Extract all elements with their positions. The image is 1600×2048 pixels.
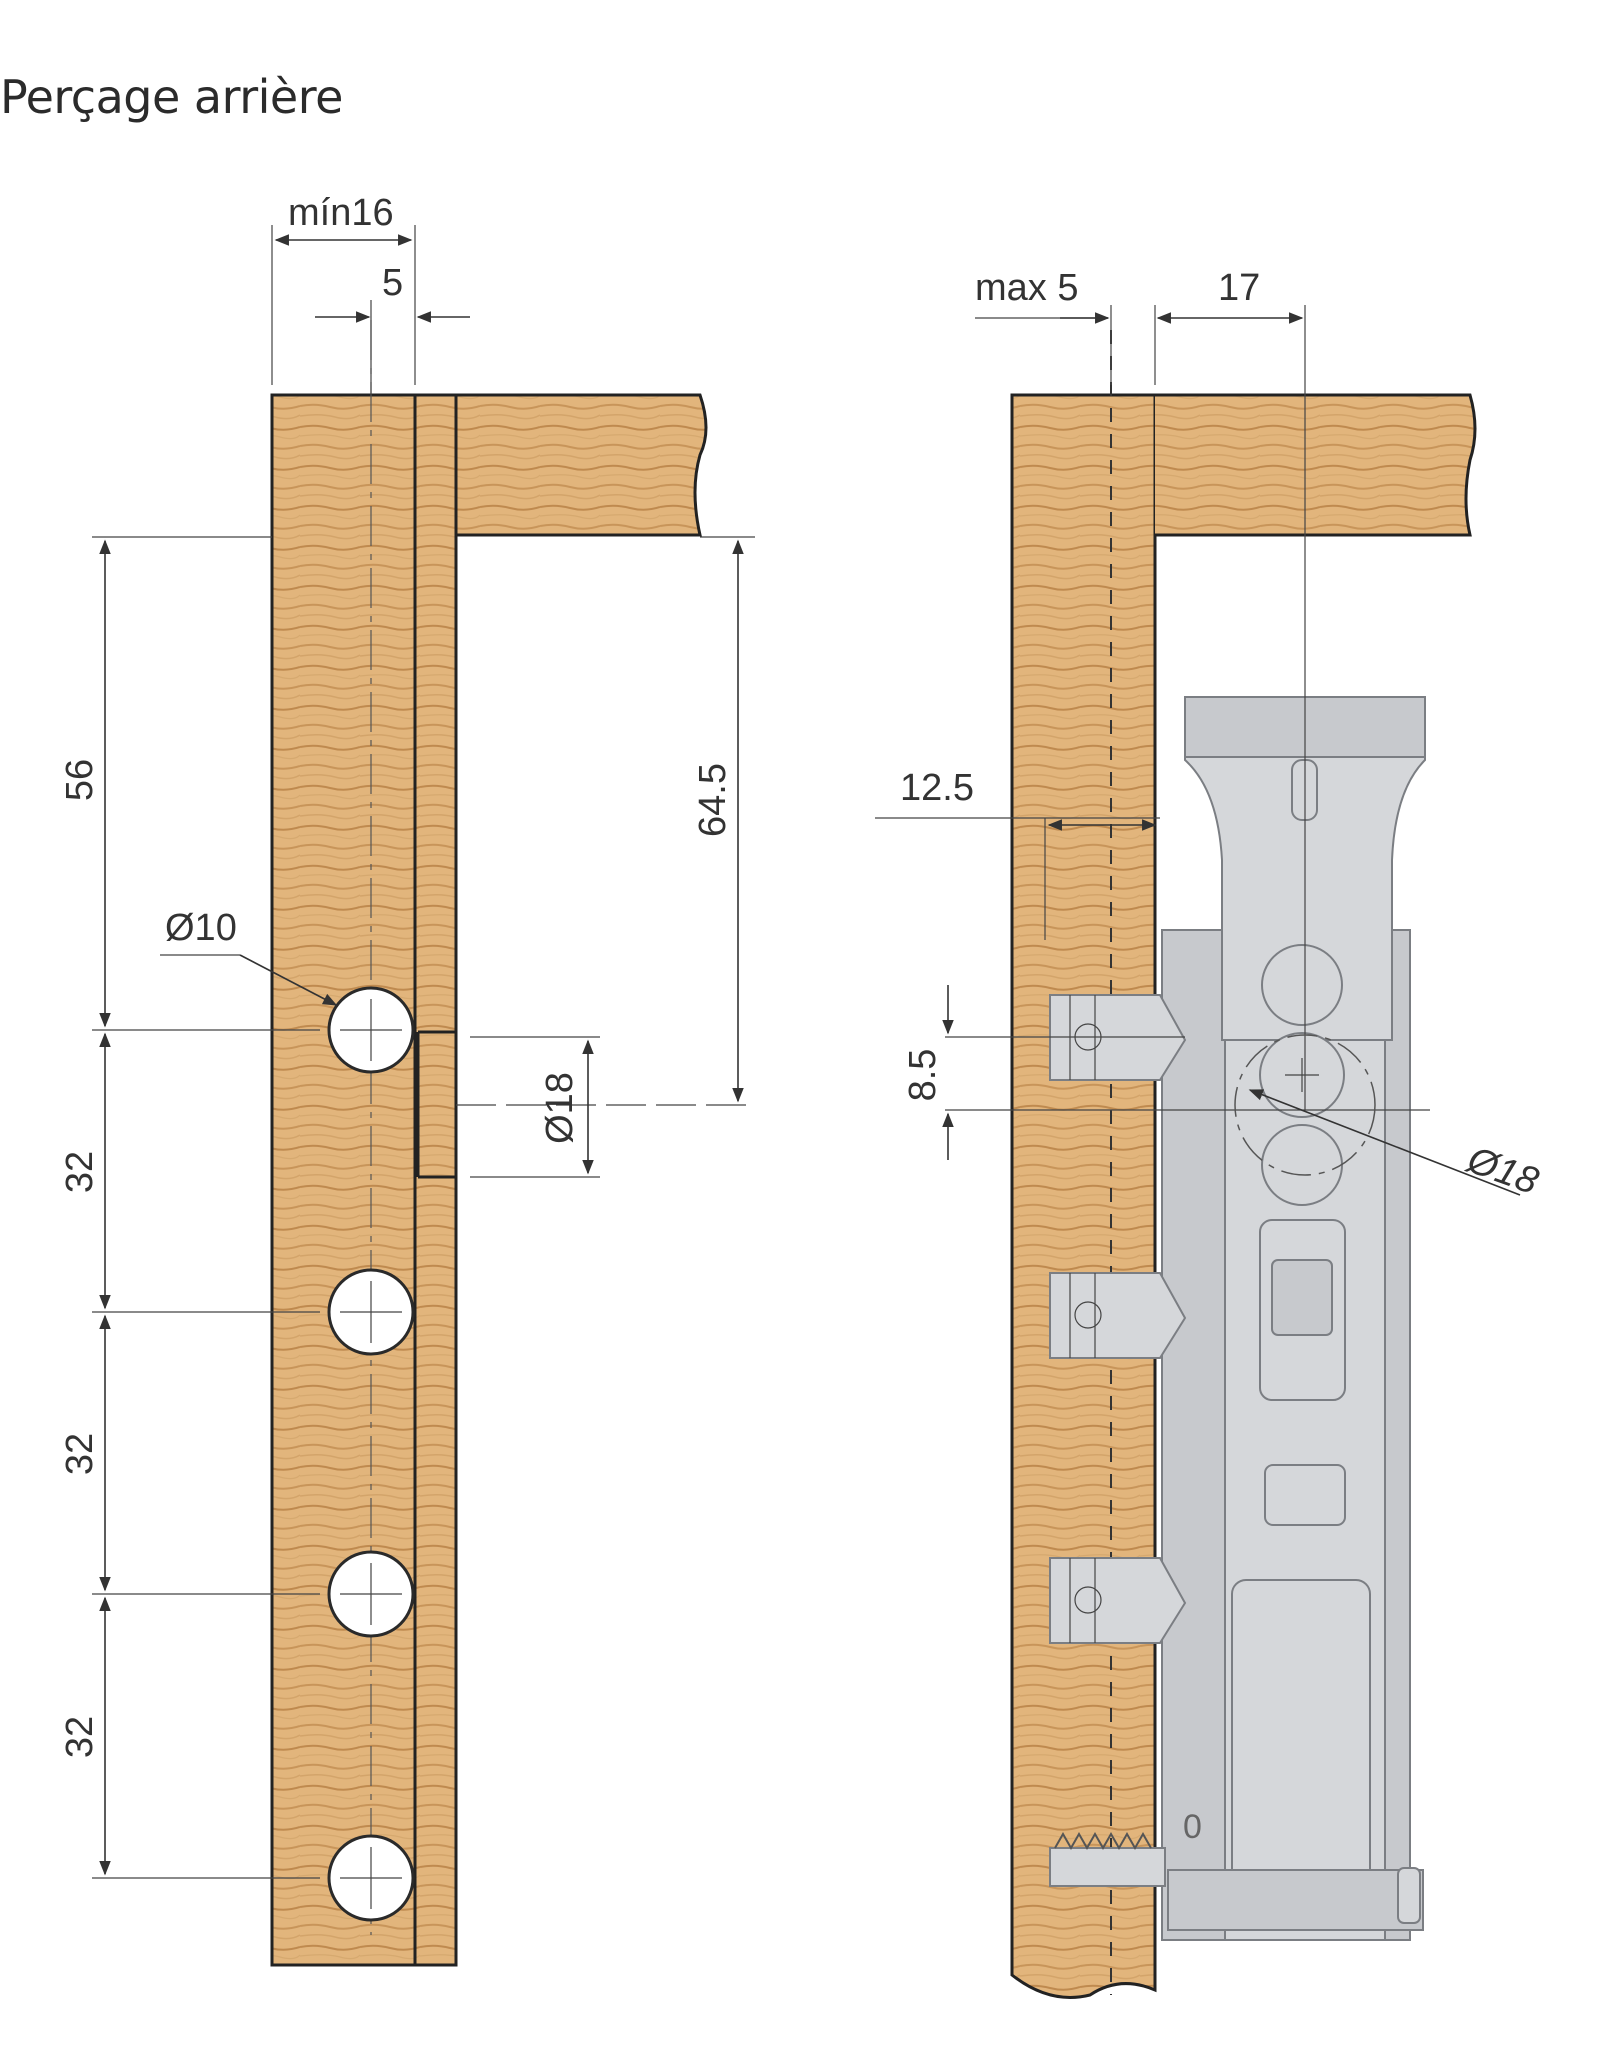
clip: [1049, 1272, 1187, 1359]
top-panel-right: [1155, 393, 1477, 537]
dim-17: 17: [1218, 267, 1260, 309]
drill-hole: [327, 1268, 415, 1356]
page-title: Perçage arrière: [0, 70, 343, 124]
left-view: mín16 5 56 32 32 32 Ø10 64.5 Ø18: [59, 192, 755, 1967]
side-panel: [270, 393, 458, 1967]
drill-hole: [327, 1550, 415, 1638]
dim-32-c: 32: [59, 1716, 101, 1758]
right-view: 0 max 5 17: [875, 267, 1544, 1999]
clip: [1049, 1557, 1187, 1644]
serrated-clip: [1049, 1831, 1166, 1887]
drill-hole: [327, 1834, 415, 1922]
dim-d18-right: Ø18: [1460, 1138, 1544, 1203]
dim-64-5: 64.5: [692, 763, 734, 837]
dim-8-5: 8.5: [902, 1049, 944, 1102]
dim-d10: Ø10: [165, 907, 237, 949]
drill-hole: [327, 986, 415, 1074]
dim-32-b: 32: [59, 1433, 101, 1475]
runner-mechanism: 0: [1161, 696, 1426, 1941]
dim-max5: max 5: [975, 267, 1078, 309]
side-panel-right: [1010, 393, 1157, 1999]
top-panel: [454, 393, 708, 537]
runner-mark-0: 0: [1183, 1808, 1202, 1846]
dim-min16: mín16: [288, 192, 394, 234]
dim-32-a: 32: [59, 1151, 101, 1193]
dim-12-5: 12.5: [900, 767, 974, 809]
dim-56: 56: [59, 759, 101, 801]
dim-5: 5: [382, 262, 403, 304]
dim-d18-left: Ø18: [539, 1072, 581, 1144]
